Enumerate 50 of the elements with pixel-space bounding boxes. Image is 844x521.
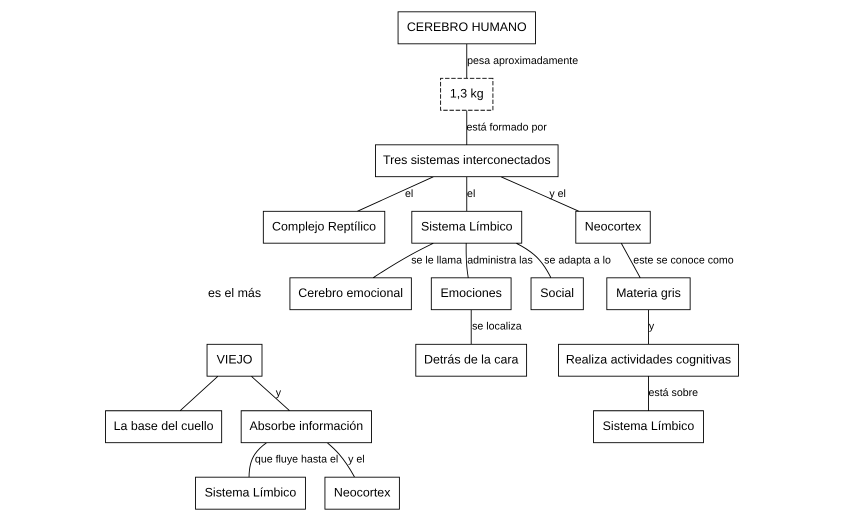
- edge-label: y el: [549, 188, 566, 200]
- node-box: Neocortex: [324, 476, 400, 510]
- connector: [648, 310, 649, 345]
- connector: [356, 176, 434, 212]
- edge-label: el: [467, 188, 476, 200]
- connector: [180, 376, 218, 412]
- edge-label: está sobre: [648, 387, 698, 400]
- node-box: CEREBRO HUMANO: [398, 11, 536, 44]
- connector: [372, 242, 434, 278]
- node-box: Complejo Reptílico: [262, 210, 386, 244]
- edge-label: se adapta a lo: [544, 254, 611, 266]
- edge-label: está formado por: [466, 121, 547, 134]
- edge-label: y: [648, 320, 654, 333]
- edge-label: el: [405, 188, 414, 200]
- edge-label: se localiza: [472, 320, 522, 333]
- edge-label: este se conoce como: [633, 254, 734, 266]
- edge-label: y el: [348, 454, 365, 466]
- connector: [466, 44, 468, 79]
- node-box: Tres sistemas interconectados: [375, 144, 558, 178]
- edge-label: administra las: [467, 254, 533, 266]
- connector: [466, 242, 469, 278]
- node-box: Sistema Límbico: [411, 210, 522, 244]
- connector: [326, 442, 355, 478]
- node-box: Sistema Límbico: [195, 476, 306, 510]
- connector: [470, 310, 472, 345]
- edge-label: y: [276, 387, 282, 400]
- node-box: Emociones: [430, 277, 512, 310]
- connector: [500, 176, 580, 212]
- node-box: Detrás de la cara: [415, 344, 528, 377]
- edge-label: pesa aproximadamente: [467, 54, 578, 67]
- node-box: La base del cuello: [105, 410, 222, 444]
- node-box: Absorbe información: [240, 410, 372, 444]
- label: es el más: [208, 286, 262, 300]
- node-box: Neocortex: [575, 210, 651, 244]
- node-box: Sistema Límbico: [593, 410, 704, 444]
- connector: [466, 176, 468, 212]
- node-box: Realiza actividades cognitivas: [558, 344, 739, 377]
- connector: [620, 243, 641, 278]
- connector: [466, 110, 468, 146]
- node-box: VIEJO: [206, 344, 262, 377]
- connector: [251, 376, 290, 412]
- node-box: Materia gris: [606, 277, 691, 310]
- connector: [516, 242, 552, 278]
- connector: [248, 442, 267, 478]
- node-box: Social: [530, 277, 584, 310]
- connector: [648, 376, 649, 412]
- node-box: Cerebro emocional: [289, 277, 412, 310]
- edge-label: que fluye hasta el: [254, 454, 338, 466]
- node-box: 1,3 kg: [440, 78, 494, 111]
- edge-label: se le llama: [411, 254, 462, 266]
